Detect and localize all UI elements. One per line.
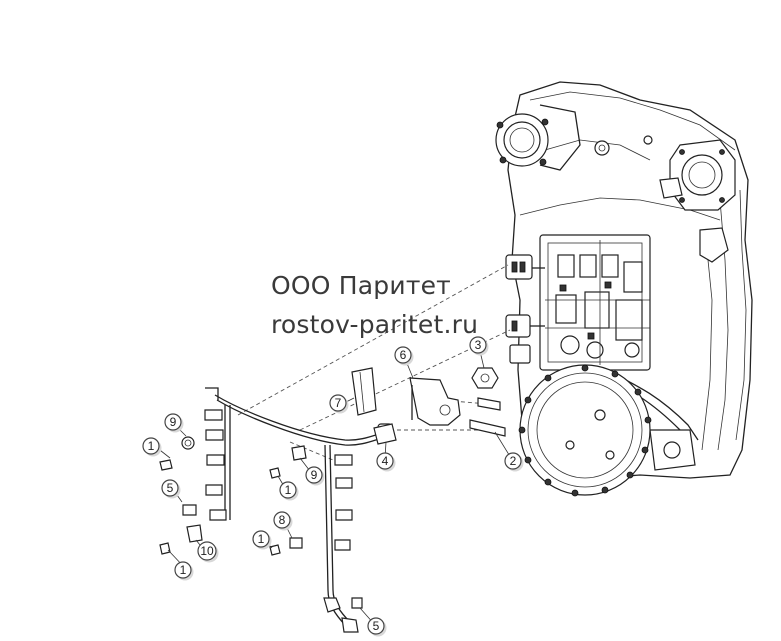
small-hardware [159,436,363,609]
svg-text:5: 5 [167,481,174,495]
callout-9-left: 9 [164,413,184,433]
callout-4: 4 [376,452,396,472]
svg-text:6: 6 [400,348,407,362]
svg-text:5: 5 [373,619,380,633]
callout-1-lower: 1 [252,530,272,550]
callout-10: 10 [197,541,219,563]
harness-clips [204,409,359,633]
svg-text:7: 7 [335,396,342,410]
watermark-site: rostov-paritet.ru [271,310,479,339]
callout-6: 6 [394,346,414,366]
callout-1-mid: 1 [279,481,299,501]
callout-5-left: 5 [161,479,181,499]
bracket-assembly [351,367,506,441]
svg-text:3: 3 [475,338,482,352]
callout-1-bottom: 1 [174,561,194,581]
round-cover [518,364,652,497]
callout-2: 2 [504,452,524,472]
svg-text:2: 2 [510,454,517,468]
transmission-housing [495,81,753,497]
upper-left-flange [495,104,581,171]
callout-8: 8 [273,511,293,531]
callout-3: 3 [469,336,489,356]
watermark-company: ООО Паритет [271,271,451,300]
upper-right-flange [669,139,736,211]
svg-text:1: 1 [180,563,187,577]
svg-text:1: 1 [148,439,155,453]
svg-text:1: 1 [258,532,265,546]
callout-9-mid: 9 [305,466,325,486]
svg-text:8: 8 [279,513,286,527]
callout-5-bottom: 5 [367,617,387,637]
svg-text:4: 4 [382,454,389,468]
svg-text:10: 10 [200,544,214,558]
control-valve-block [539,234,651,371]
svg-text:9: 9 [311,468,318,482]
callout-1-left: 1 [142,437,162,457]
svg-text:9: 9 [170,415,177,429]
svg-text:1: 1 [285,483,292,497]
housing-connectors [505,254,545,364]
wiring-harness [204,387,397,633]
callout-7: 7 [329,394,349,414]
